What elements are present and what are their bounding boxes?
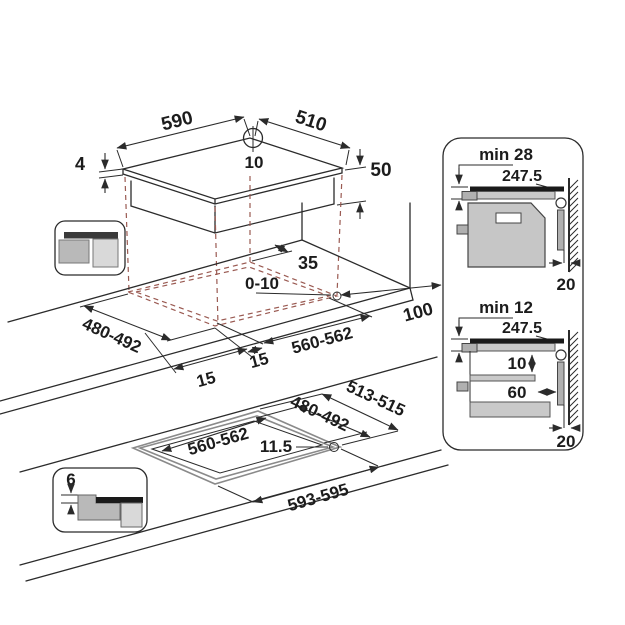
hob-body-section-drawer (476, 343, 556, 352)
dim-recess-depth: 513-515 (344, 377, 409, 421)
flush-mount-icon: 6 (52, 467, 148, 533)
projection-line-left (124, 176, 130, 292)
dim-35-line (274, 244, 289, 253)
drawer-front (469, 401, 551, 418)
projection-lines (124, 174, 343, 326)
dim-wall-gap-oven: 20 (557, 275, 576, 294)
dim-15-left-line (173, 347, 248, 371)
dim-wall-gap-drawer: 20 (557, 432, 576, 451)
dim-6-ticks (61, 494, 80, 504)
flush-worktop-thickness-edge (25, 464, 449, 582)
dim-510-line (258, 118, 351, 149)
rear-spacer-drawer (557, 361, 565, 406)
dim-front-clearance: 0-10 (245, 274, 279, 293)
dim-0-10-leader (255, 292, 332, 296)
worktop-right-edge (301, 239, 411, 289)
surface-mount-glass-bar (64, 232, 118, 239)
dim-flush-560-line (161, 417, 267, 452)
dim-513-extensions (259, 393, 399, 446)
cabinet-side-tab (456, 381, 469, 392)
surface-mount-hob-body (58, 239, 90, 264)
dim-hob-depth-oven: 247.5 (502, 168, 542, 185)
dim-480-extensions (79, 293, 216, 342)
rear-spacer-oven (557, 209, 565, 251)
dim-560-line (263, 314, 371, 345)
projection-line-right (336, 174, 343, 296)
ledge-corner-mark (329, 442, 339, 452)
dim-480-line (83, 305, 172, 341)
worktop-front-edge (0, 287, 411, 402)
oven-side-tab (456, 224, 469, 235)
dim-rear-clearance: 35 (298, 253, 318, 273)
flush-icon-hob-body (120, 502, 143, 528)
dim-hob-width: 590 (159, 107, 195, 135)
wall-hatching-drawer (568, 331, 579, 426)
drawer-clearance-section: min 12 247.5 10 60 20 (451, 298, 581, 451)
label-min-clearance-oven: min 28 (479, 145, 533, 164)
dim-15-front-line (247, 345, 263, 355)
surface-mount-worktop (92, 238, 119, 268)
projection-line-front (214, 206, 219, 326)
dim-hob-depth-drawer: 247.5 (502, 320, 542, 337)
dim-590-extensions (116, 118, 251, 168)
dim-50-extensions (336, 166, 367, 206)
dim-recess-width: 593-595 (286, 480, 351, 515)
dim-shelf-clearance: 60 (508, 383, 527, 402)
hob-glass-top (120, 137, 345, 200)
surface-mount-icon-frame (54, 220, 126, 276)
fixing-clamp-drawer (461, 343, 478, 353)
clearance-panel-frame (442, 137, 584, 451)
surface-mount-icon (54, 220, 126, 276)
dim-icon-recess-depth: 6 (66, 470, 75, 489)
dim-593-line (252, 465, 380, 504)
hob-body-section (476, 191, 556, 200)
flush-mount-icon-frame (52, 467, 148, 533)
worktop-back-edge (7, 239, 303, 323)
dim-margin-front: 15 (248, 349, 271, 372)
dim-590-line (116, 115, 245, 150)
fixing-clamp (461, 191, 478, 201)
cutout-dashed (133, 266, 332, 322)
hob-footprint-dashed (126, 261, 339, 327)
label-min-clearance-drawer: min 12 (479, 298, 533, 317)
hob-glass-section (470, 186, 564, 192)
dim-body-height: 50 (370, 160, 391, 181)
dim-glass-thickness: 4 (75, 154, 85, 174)
dim-shelf-gap: 10 (508, 354, 527, 373)
dim-593-extensions (217, 448, 379, 503)
hob-glass-edge (122, 167, 343, 205)
dim-513-line (321, 393, 399, 431)
oven-vent (495, 212, 522, 224)
dim-margin-left: 15 (195, 368, 218, 391)
dim-ledge-width: 11.5 (260, 437, 292, 456)
dim-rear-center-offset: 10 (245, 153, 264, 172)
flush-icon-glass-bar (96, 497, 143, 503)
dim-cutout-depth: 480-492 (79, 314, 144, 357)
dim-510-extensions (254, 120, 350, 166)
wall-hatching-oven (568, 179, 579, 273)
hob-isometric-view: 10 590 510 4 50 (75, 107, 392, 234)
rear-pipe-mark-drawer (555, 349, 567, 361)
oven-clearance-section: min 28 247.5 20 (451, 145, 581, 294)
built-in-oven (467, 202, 546, 268)
surface-cutout-view: 35 0-10 480-492 15 15 560-562 100 (0, 202, 442, 415)
dim-4-extensions (98, 168, 124, 179)
intermediate-shelf (469, 374, 536, 382)
dim-100-line (340, 282, 442, 298)
hob-glass-section-drawer (470, 338, 564, 344)
flush-worktop-back-edge (19, 356, 438, 473)
dim-bottom-extensions (144, 297, 373, 374)
clearance-panel: min 28 247.5 20 min 12 (442, 137, 584, 451)
rear-pipe-mark-oven (555, 197, 567, 209)
